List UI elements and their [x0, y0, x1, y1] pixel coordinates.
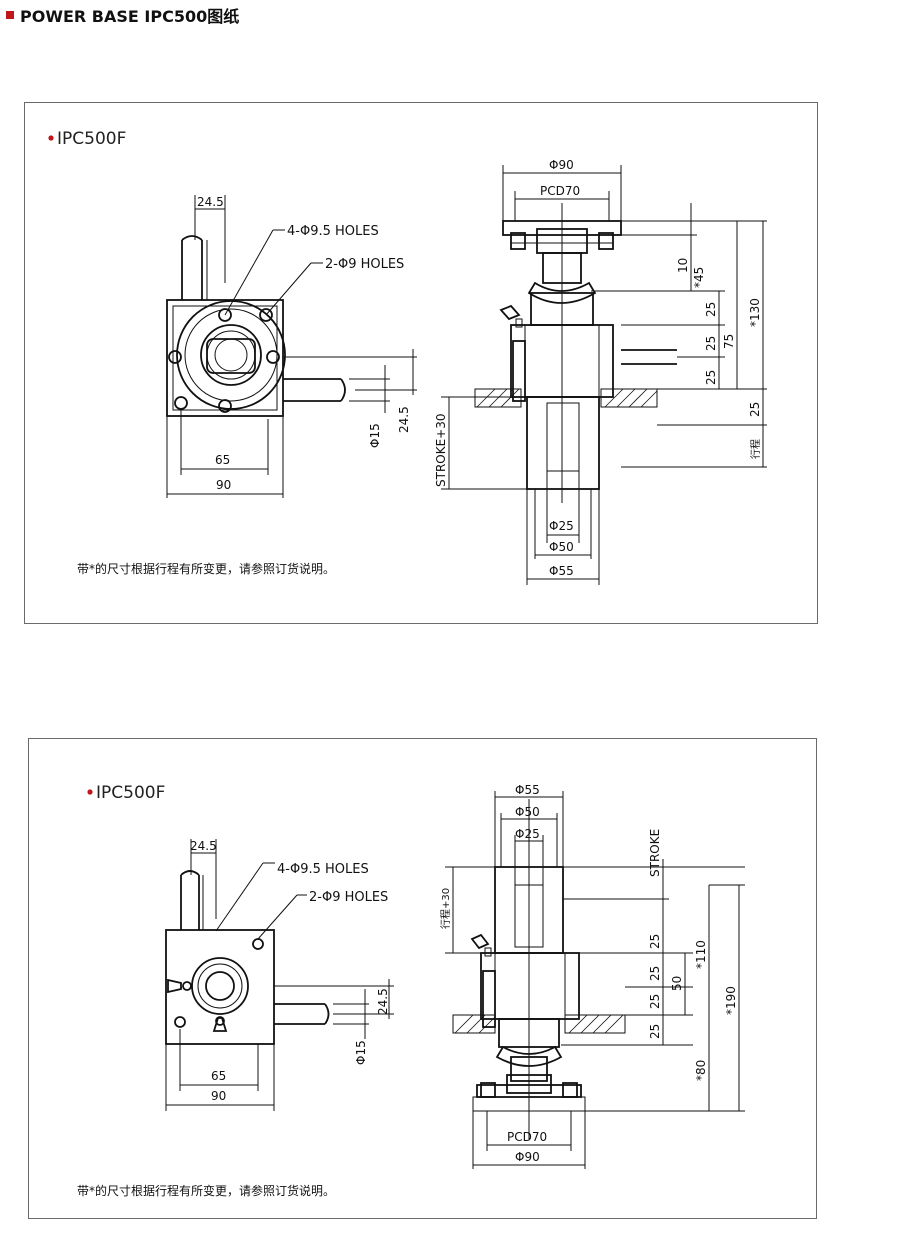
dim-phi25: Φ25 — [515, 827, 540, 841]
dim-25-c: 25 — [648, 994, 662, 1009]
dim-24-5-side: 24.5 — [376, 988, 390, 1015]
dim-10: 10 — [676, 258, 690, 273]
dim-stroke-cn: 行程 — [749, 439, 762, 459]
dim-50: 50 — [670, 976, 684, 991]
dim-24-5-top: 24.5 — [197, 195, 224, 209]
dim-25-c: 25 — [704, 370, 718, 385]
dim-phi50: Φ50 — [549, 540, 574, 554]
side-view: Φ90 PCD70 10 *45 25 25 25 75 *130 25 行程 … — [434, 158, 767, 585]
dim-phi50: Φ50 — [515, 805, 540, 819]
dim-110: *110 — [694, 940, 708, 969]
panel-note: 带*的尺寸根据行程有所变更，请参照订货说明。 — [77, 561, 335, 576]
dim-24-5-top: 24.5 — [190, 839, 217, 853]
panel-title: IPC500F — [57, 129, 126, 149]
dim-25-d: 25 — [648, 1024, 662, 1039]
dim-pcd70-bottom: PCD70 — [507, 1130, 547, 1144]
dim-25-a: 25 — [648, 934, 662, 949]
dim-25-d: 25 — [748, 402, 762, 417]
top-view: 4-Φ9.5 HOLES 2-Φ9 HOLES 24.5 65 90 Φ15 2… — [165, 839, 394, 1111]
dim-phi55: Φ55 — [549, 564, 574, 578]
dim-phi90-bottom: Φ90 — [515, 1150, 540, 1164]
dim-75: 75 — [722, 334, 736, 349]
panel-note: 带*的尺寸根据行程有所变更，请参照订货说明。 — [77, 1183, 335, 1198]
dim-stroke30: STROKE+30 — [434, 413, 448, 487]
page-title: POWER BASE IPC500图纸 — [20, 7, 240, 26]
dim-stroke30: 行程+30 — [439, 888, 452, 929]
dim-90: 90 — [211, 1089, 226, 1103]
side-view: Φ55 Φ50 Φ25 行程+30 STROKE 25 25 25 25 50 … — [439, 783, 745, 1169]
dim-25-b: 25 — [704, 336, 718, 351]
dim-pcd70-top: PCD70 — [540, 184, 580, 198]
title-dot-icon — [48, 135, 54, 141]
holes-a-label: 4-Φ9.5 HOLES — [277, 862, 369, 877]
top-view: 4-Φ9.5 HOLES 2-Φ9 HOLES 24.5 65 90 Φ15 2… — [166, 195, 417, 498]
dim-phi25: Φ25 — [549, 519, 574, 533]
dim-25-a: 25 — [704, 302, 718, 317]
dim-45: *45 — [692, 267, 706, 288]
holes-b-label: 2-Φ9 HOLES — [325, 257, 404, 272]
title-dot-icon — [87, 789, 93, 795]
title-bullet-icon — [6, 11, 14, 19]
dim-65: 65 — [211, 1069, 226, 1083]
drawing-panel-bottom: IPC500F 4-Φ9.5 HOLES 2-Φ9 HOLES 24.5 65 — [28, 738, 817, 1219]
dim-80: *80 — [694, 1060, 708, 1081]
dim-stroke: STROKE — [648, 829, 662, 877]
dim-90: 90 — [216, 478, 231, 492]
drawing-top-svg: IPC500F 4-Φ9.5 HOLES 2-Φ9 HOLES — [48, 129, 767, 585]
page-header: POWER BASE IPC500图纸 — [6, 4, 239, 26]
drawing-panel-top: IPC500F 4-Φ9.5 HOLES 2-Φ9 HOLES — [24, 102, 818, 624]
dim-phi55: Φ55 — [515, 783, 540, 797]
dim-phi15: Φ15 — [368, 423, 382, 448]
dim-190: *190 — [724, 986, 738, 1015]
drawing-bottom-svg: IPC500F 4-Φ9.5 HOLES 2-Φ9 HOLES 24.5 65 — [77, 783, 745, 1198]
holes-b-label: 2-Φ9 HOLES — [309, 890, 388, 905]
dim-25-b: 25 — [648, 966, 662, 981]
dim-130: *130 — [748, 298, 762, 327]
dim-65: 65 — [215, 453, 230, 467]
dim-phi90-top: Φ90 — [549, 158, 574, 172]
dim-phi15: Φ15 — [354, 1040, 368, 1065]
holes-a-label: 4-Φ9.5 HOLES — [287, 224, 379, 239]
panel-title: IPC500F — [96, 783, 165, 803]
dim-24-5-side: 24.5 — [397, 406, 411, 433]
